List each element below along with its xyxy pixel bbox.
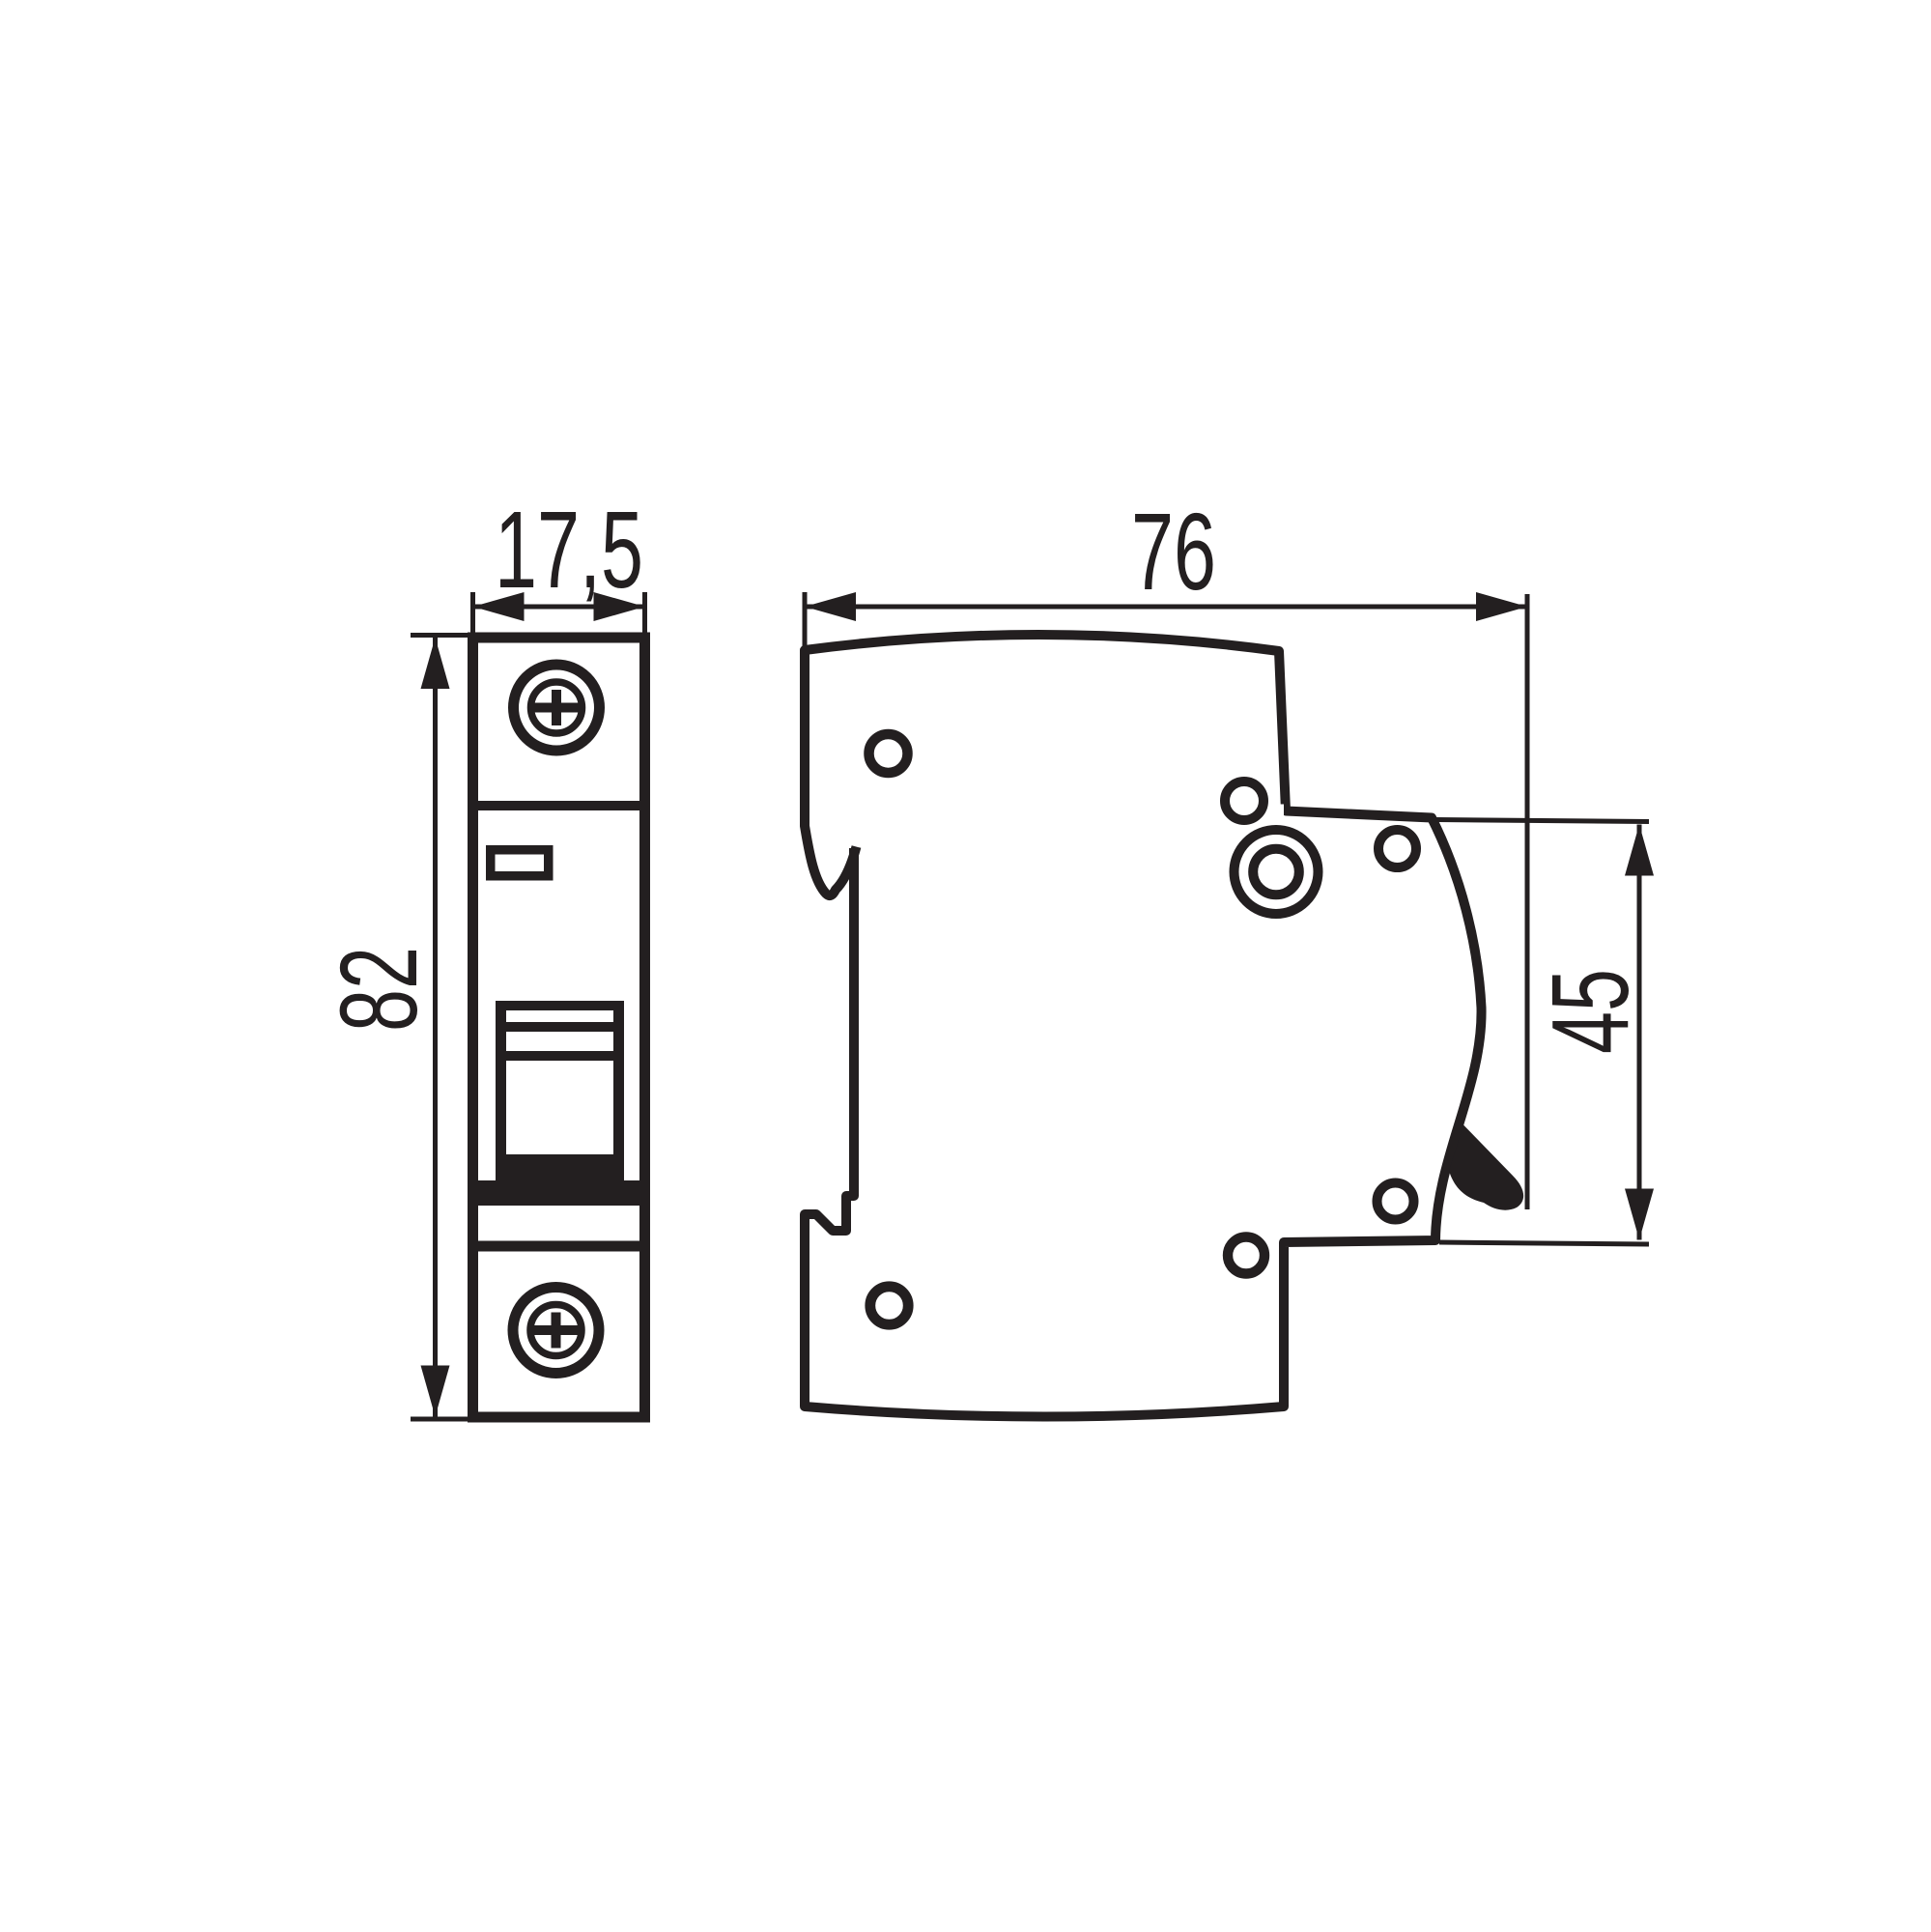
svg-text:17,5: 17,5 bbox=[495, 489, 643, 611]
svg-text:45: 45 bbox=[1529, 969, 1651, 1054]
svg-text:76: 76 bbox=[1131, 491, 1216, 612]
svg-text:82: 82 bbox=[318, 947, 440, 1032]
